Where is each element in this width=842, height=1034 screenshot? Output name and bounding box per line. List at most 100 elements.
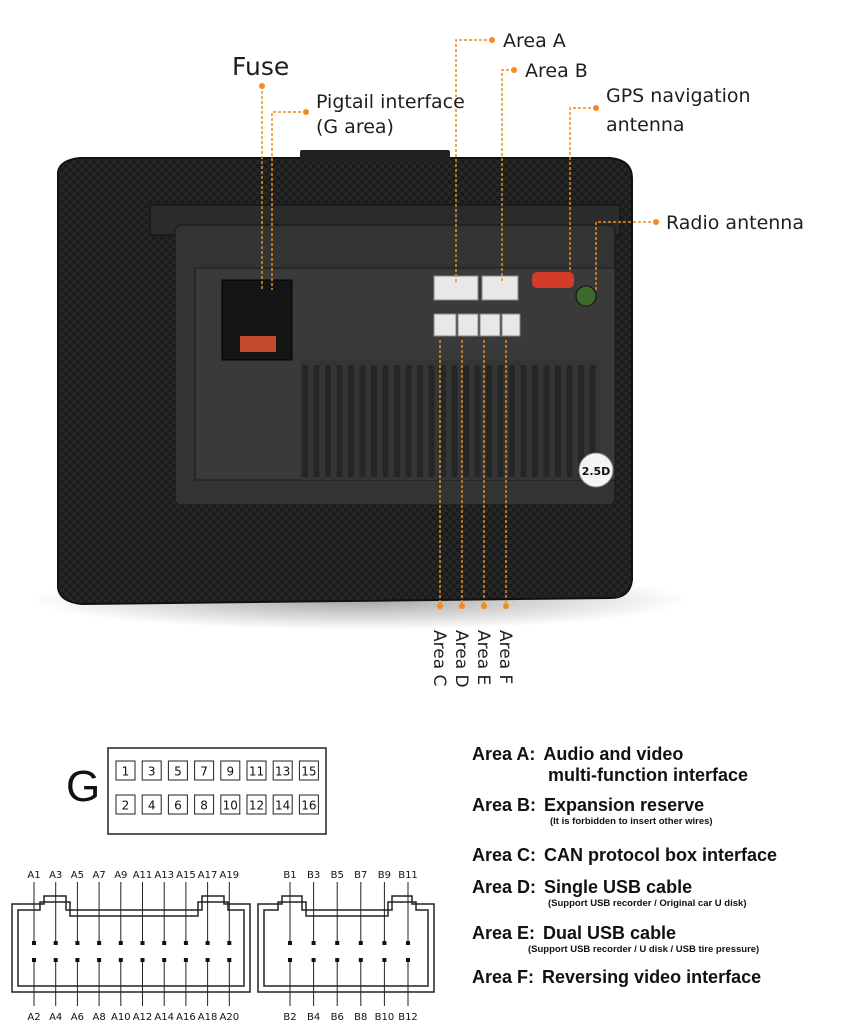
area-b-socket xyxy=(481,275,519,301)
pin-dot xyxy=(183,958,188,962)
pin-label-bottom: A8 xyxy=(92,1012,105,1023)
g-pin-label: 15 xyxy=(301,765,316,779)
pin-dot xyxy=(140,941,145,945)
g-pin-label: 2 xyxy=(122,799,130,813)
pin-dot xyxy=(140,958,145,962)
legend-area-a: Area A:Audio and video multi-function in… xyxy=(472,744,842,790)
badge-text: 2.5D xyxy=(582,465,611,478)
g-pin-label: 13 xyxy=(275,765,290,779)
fin xyxy=(566,365,573,477)
label-gps-line2: antenna xyxy=(606,114,685,136)
pin-label-top: A15 xyxy=(176,870,196,881)
pin-label-bottom: B10 xyxy=(375,1012,395,1023)
label-area-d: Area D xyxy=(451,630,471,688)
pin-label-top: A5 xyxy=(71,870,84,881)
fin xyxy=(543,365,550,477)
fin xyxy=(474,365,481,477)
label-fuse: Fuse xyxy=(232,52,289,81)
pin-dot xyxy=(382,958,387,962)
g-pin-box xyxy=(272,794,293,815)
pin-dot xyxy=(311,958,316,962)
g-pin-box xyxy=(141,760,162,781)
area-d-socket xyxy=(457,313,479,337)
fin xyxy=(325,365,331,477)
g-pin-box xyxy=(298,794,319,815)
legend-key: Area B: xyxy=(472,795,537,815)
legend-text: Expansion reserve xyxy=(544,795,705,815)
pin-dot xyxy=(288,941,292,945)
g-pin-box xyxy=(272,760,293,781)
a-connector xyxy=(11,895,251,993)
pin-label-bottom: A2 xyxy=(27,1012,40,1023)
legend-area-e: Area E:Dual USB cable (Support USB recor… xyxy=(472,923,842,967)
fin xyxy=(578,365,584,477)
pin-dot xyxy=(97,958,102,962)
pin-dot xyxy=(406,941,410,945)
label-area-b: Area B xyxy=(525,60,588,82)
fin xyxy=(359,365,366,477)
pin-dot xyxy=(53,941,58,945)
pin-label-top: B7 xyxy=(354,870,367,881)
legend-note: (Support USB recorder / Original car U d… xyxy=(548,898,747,909)
legend-note: (Support USB recorder / U disk / USB tir… xyxy=(528,944,760,955)
legend-text: Single USB cable xyxy=(544,877,693,897)
g-pin-label: 16 xyxy=(301,799,316,813)
pin-dot xyxy=(183,941,188,945)
gps-antenna-port xyxy=(532,272,574,288)
pin-label-bottom: A4 xyxy=(49,1012,62,1023)
pin-dot xyxy=(118,941,123,945)
fin xyxy=(497,365,504,477)
legend-note: (It is forbidden to insert other wires) xyxy=(550,816,713,827)
pin-label-top: A1 xyxy=(27,870,40,881)
pin-dot xyxy=(162,941,167,945)
head-unit: 2.5D xyxy=(57,150,633,606)
pin-label-bottom: B6 xyxy=(331,1012,344,1023)
g-pin-box xyxy=(167,794,188,815)
g-pin-label: 6 xyxy=(174,799,182,813)
fin xyxy=(382,365,389,477)
pin-dot xyxy=(75,941,80,945)
b-connector xyxy=(257,895,435,993)
pin-dot xyxy=(205,958,210,962)
fin xyxy=(313,365,320,477)
pin-dot xyxy=(227,941,232,945)
pin-dot xyxy=(382,941,387,945)
fin xyxy=(555,365,561,477)
g-connector-outline xyxy=(107,747,327,835)
pin-label-top: A19 xyxy=(220,870,240,881)
g-pin-box xyxy=(220,760,241,781)
fin xyxy=(336,365,343,477)
pin-dot xyxy=(288,958,292,962)
fin xyxy=(394,365,400,477)
fuse xyxy=(240,336,276,352)
fin xyxy=(520,365,527,477)
g-pin-label: 11 xyxy=(249,765,264,779)
pin-label-bottom: B8 xyxy=(354,1012,367,1023)
fin xyxy=(302,365,308,477)
g-pin-box xyxy=(246,794,267,815)
legend-text: Reversing video interface xyxy=(542,967,762,987)
g-pin-label: 12 xyxy=(249,799,264,813)
label-area-a: Area A xyxy=(503,30,566,52)
g-pin-box xyxy=(167,760,188,781)
g-pin-label: 7 xyxy=(200,765,208,779)
g-pin-box xyxy=(298,760,319,781)
pin-dot xyxy=(32,958,36,962)
pin-dot xyxy=(162,958,167,962)
g-pin-label: 9 xyxy=(226,765,234,779)
label-radio: Radio antenna xyxy=(666,212,804,234)
pin-dot xyxy=(118,958,123,962)
pin-label-bottom: A12 xyxy=(133,1012,153,1023)
leader-lines xyxy=(261,39,656,604)
g-pin-label: 14 xyxy=(275,799,290,813)
fin xyxy=(440,365,446,477)
g-pin-label: 1 xyxy=(122,765,130,779)
pin-dot xyxy=(335,941,340,945)
pin-label-bottom: A18 xyxy=(198,1012,218,1023)
g-pin-box xyxy=(115,794,136,815)
fin xyxy=(509,365,515,477)
pin-label-bottom: A14 xyxy=(154,1012,174,1023)
pin-label-top: B5 xyxy=(331,870,344,881)
pin-label-top: A7 xyxy=(92,870,105,881)
